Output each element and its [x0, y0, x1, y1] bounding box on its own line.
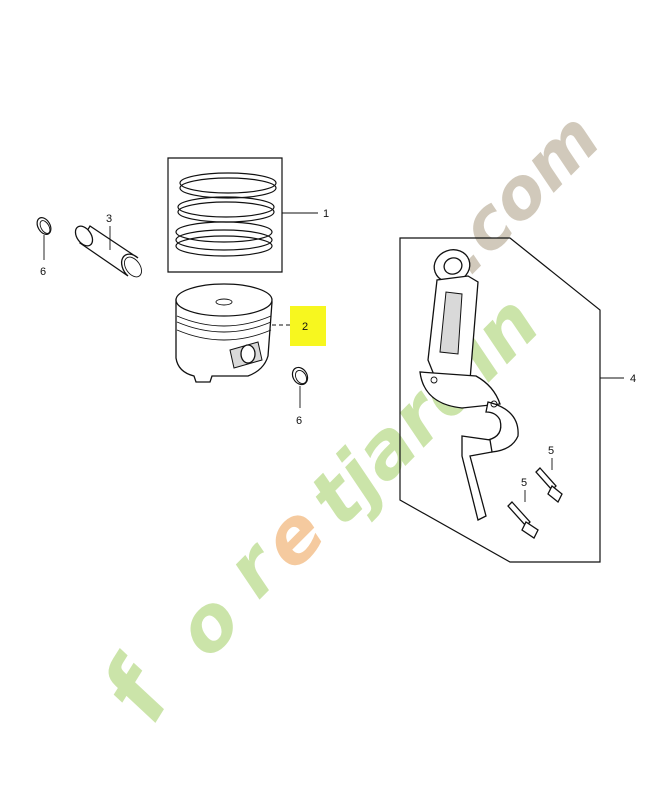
- rod-cap: [461, 400, 519, 521]
- cap-notch: [490, 400, 498, 408]
- ring-set-frame: [167, 157, 283, 273]
- rod-beam-channel: [439, 291, 463, 355]
- callout-2-highlight: [290, 306, 326, 346]
- compression-ring-second: [177, 196, 275, 218]
- piston-pin[interactable]: 3: [72, 213, 145, 280]
- clip-ring: [291, 366, 309, 386]
- watermark: f o r e tjardin .com: [81, 97, 616, 739]
- callout-3-label: 3: [106, 213, 112, 225]
- clip-ring-inner: [39, 220, 51, 234]
- connecting-rod: [419, 249, 501, 409]
- callout-6b-label: 6: [296, 415, 302, 427]
- piston-crown: [175, 283, 273, 317]
- bolt-a-head: [547, 484, 563, 504]
- ring-groove-2: [176, 321, 272, 333]
- watermark-text-t: tjardin: [291, 278, 556, 543]
- rod-set-frame: [399, 237, 601, 563]
- compression-ring-top: [179, 172, 277, 194]
- callout-5b-label: 5: [521, 477, 527, 489]
- oil-ring-top: [175, 221, 273, 243]
- rod-bolt-a[interactable]: 5: [535, 445, 563, 504]
- pin-end: [74, 225, 94, 247]
- clip-right[interactable]: 6: [289, 365, 310, 427]
- piston-ring-set[interactable]: 1: [167, 157, 329, 273]
- clip-ring-inner: [294, 369, 308, 385]
- compression-ring-second-lower: [177, 201, 275, 223]
- piston[interactable]: 2: [175, 283, 326, 383]
- callout-2-label: 2: [302, 321, 308, 333]
- callout-4-label: 4: [630, 373, 636, 385]
- callout-1-label: 1: [323, 208, 329, 220]
- oil-ring-bottom: [175, 235, 273, 257]
- oil-ring-mid: [175, 229, 273, 251]
- rod-bolt-b[interactable]: 5: [507, 477, 539, 539]
- bolt-b-head: [521, 521, 539, 539]
- rod-small-end-bore: [443, 257, 463, 275]
- connecting-rod-set[interactable]: 4 5 5: [399, 237, 636, 563]
- callout-6a-label: 6: [40, 266, 46, 278]
- compression-ring-top-lower: [179, 177, 277, 199]
- ring-groove-1: [176, 315, 272, 327]
- piston-crown-mark: [215, 298, 233, 306]
- cap-dipper: [461, 435, 493, 521]
- pin-bore: [240, 344, 256, 364]
- watermark-text: f: [81, 640, 198, 739]
- rod-big-end: [419, 371, 501, 409]
- pin-body: [79, 225, 139, 277]
- clip-ring: [36, 217, 52, 235]
- watermark-text-o: o: [158, 574, 258, 674]
- pin-end-far: [124, 256, 142, 278]
- rod-oil-hole: [430, 376, 438, 384]
- callout-5a-label: 5: [548, 445, 554, 457]
- ring-groove-3: [176, 329, 272, 341]
- clip-left[interactable]: 6: [34, 215, 53, 278]
